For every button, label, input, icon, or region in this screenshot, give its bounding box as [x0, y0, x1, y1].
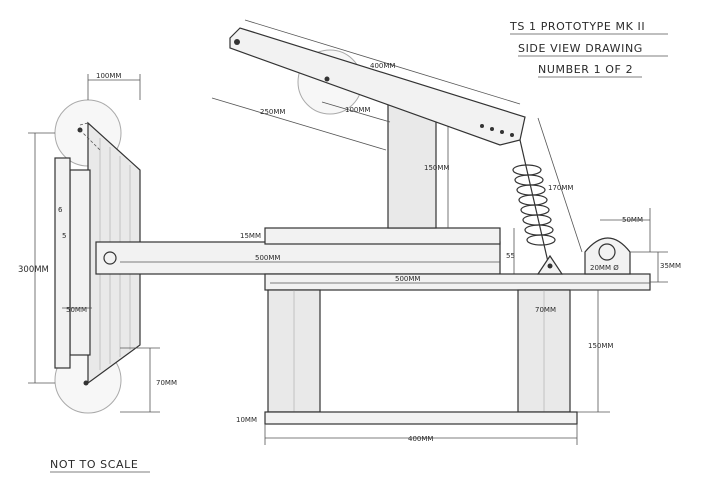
table-assembly: 15MM 55 500MM 70MM 150MM 10MM 400MM: [236, 227, 651, 445]
arm-pivot-offset-label: 250MM: [260, 108, 285, 116]
beam-hole: [103, 251, 117, 265]
leg-width-label: 70MM: [535, 306, 556, 314]
title-line-2: SIDE VIEW DRAWING: [518, 42, 643, 55]
plate-small-b-label: 5: [62, 232, 66, 240]
plate-front-board: [69, 169, 91, 356]
scale-note: NOT TO SCALE: [50, 458, 150, 473]
title-line-1: TS 1 PROTOTYPE MK II: [509, 20, 645, 33]
arm-wheel-axle: [324, 76, 330, 82]
wheel-offset-label: 70MM: [156, 379, 177, 387]
bracket-height-label: 35MM: [660, 262, 681, 270]
beam-bar: [95, 241, 501, 275]
plate-inner-label: 50MM: [66, 306, 87, 314]
leg-height-label: 150MM: [588, 342, 613, 350]
spring-assembly: 170MM: [512, 117, 583, 275]
title-line-3: NUMBER 1 OF 2: [538, 63, 633, 76]
pivot-bracket: [584, 237, 631, 275]
lever-arm-assembly: 400MM 250MM 100MM: [211, 19, 526, 151]
bracket-hole-label: 20MM Ø: [590, 264, 619, 272]
spring-coil: [512, 164, 556, 246]
bracket-width-label: 50MM: [622, 216, 643, 224]
plate-width-label: 100MM: [96, 72, 121, 80]
bracket-hole: [598, 243, 616, 261]
bracket-assembly: 20MM Ø 50MM 35MM: [584, 208, 681, 283]
frame-length-label: 400MM: [408, 435, 433, 443]
arm-end-hole: [234, 39, 240, 45]
plate-small-a-label: 6: [58, 206, 63, 214]
arm-length-label: 400MM: [370, 62, 395, 70]
base-board: [264, 273, 651, 291]
title-block: TS 1 PROTOTYPE MK II SIDE VIEW DRAWING N…: [509, 20, 668, 78]
beam-length-label: 500MM: [255, 254, 280, 262]
plate-height-label: 300MM: [18, 265, 49, 275]
top-height-label: 55: [506, 252, 515, 260]
base-length-label: 500MM: [395, 275, 420, 283]
horizontal-beam: 500MM: [95, 241, 501, 275]
top-thickness-label: 15MM: [240, 232, 261, 240]
table-top: [264, 227, 501, 245]
bottom-rail: [264, 411, 578, 425]
lower-wheel-axle: [83, 380, 89, 386]
bottom-thickness-label: 10MM: [236, 416, 257, 424]
plate-face: [54, 157, 71, 369]
not-to-scale-label: NOT TO SCALE: [50, 458, 138, 471]
arm-end-offset-label: 100MM: [345, 106, 370, 114]
spring-length-label: 170MM: [548, 184, 573, 192]
post-height-label: 150MM: [424, 164, 449, 172]
